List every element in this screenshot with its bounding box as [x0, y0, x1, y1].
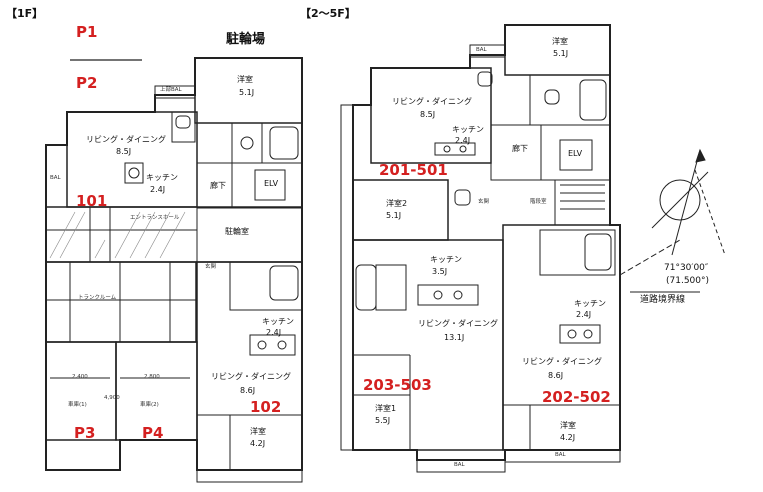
25f-western2-size: 5.1J: [386, 211, 402, 220]
25f-elv: ELV: [568, 149, 583, 158]
25f-western1-size: 5.5J: [375, 416, 391, 425]
25f-western-r-size: 4.2J: [560, 433, 576, 442]
25f-bal-bottom: BAL: [454, 462, 465, 468]
unit-102-label: 102: [250, 398, 282, 416]
1f-dim-1: 2,400: [72, 374, 88, 380]
25f-kitchen-r: キッチン: [574, 299, 606, 308]
1f-kitchen: キッチン: [146, 173, 178, 182]
25f-kitchen: キッチン: [452, 125, 484, 134]
25f-kitchen-mid: キッチン: [430, 255, 462, 264]
1f-genkan: 玄関: [205, 264, 217, 270]
25f-ld-mid: リビング・ダイニング: [418, 319, 498, 328]
102-western-size: 4.2J: [250, 439, 266, 448]
25f-stair: 階段室: [530, 199, 547, 205]
1f-hall: 駐輪室: [225, 227, 249, 236]
1f-corridor: 廊下: [210, 181, 226, 190]
25f-western-r: 洋室: [560, 421, 576, 430]
1f-upper-bal: 上部BAL: [160, 87, 182, 93]
102-kitchen-size: 2.4J: [266, 328, 282, 337]
1f-entrance-hall: エントランスホール: [130, 215, 180, 221]
25f-kitchen-r-size: 2.4J: [576, 310, 592, 319]
102-ld: リビング・ダイニング: [211, 372, 291, 381]
25f-ld-r: リビング・ダイニング: [522, 357, 602, 366]
floor-2-5f-label: 【2～5F】: [300, 7, 356, 20]
unit-p4-label: P4: [142, 424, 164, 442]
25f-kitchen-mid-size: 3.5J: [432, 267, 448, 276]
unit-p3-label: P3: [74, 424, 96, 442]
unit-101-label: 101: [76, 192, 108, 210]
compass-angle: 71°30′00″: [664, 263, 709, 273]
compass-angle-decimal: (71.500°): [666, 276, 710, 286]
25f-corridor: 廊下: [512, 144, 528, 153]
1f-kitchen-size: 2.4J: [150, 185, 166, 194]
bicycle-parking-title: 駐輪場: [226, 32, 266, 47]
1f-garage-1: 車庫(1): [68, 402, 87, 408]
102-ld-size: 8.6J: [240, 386, 256, 395]
25f-genkan: 玄関: [478, 199, 490, 205]
102-western: 洋室: [250, 427, 266, 436]
unit-201-501-label: 201-501: [379, 161, 448, 179]
1f-bal-left: BAL: [50, 175, 61, 181]
25f-kitchen-size: 2.4J: [455, 136, 471, 145]
25f-bal-right: BAL: [555, 452, 566, 458]
25f-ld: リビング・ダイニング: [392, 97, 472, 106]
1f-western-room: 洋室: [237, 75, 253, 84]
25f-western2: 洋室2: [386, 199, 408, 208]
25f-bal-top: BAL: [476, 47, 487, 53]
25f-western-top-size: 5.1J: [553, 49, 569, 58]
1f-ld-room: リビング・ダイニング: [86, 135, 166, 144]
road-boundary-label: 道路境界線: [640, 295, 686, 305]
25f-ld-mid-size: 13.1J: [444, 333, 465, 342]
1f-elv: ELV: [264, 179, 279, 188]
1f-trunk-room: トランクルーム: [78, 295, 117, 301]
1f-garage-2: 車庫(2): [140, 402, 159, 408]
1f-ld-size: 8.5J: [116, 147, 132, 156]
25f-western-top: 洋室: [552, 37, 568, 46]
25f-ld-r-size: 8.6J: [548, 371, 564, 380]
1f-western-size: 5.1J: [239, 88, 255, 97]
25f-ld-size: 8.5J: [420, 110, 436, 119]
1f-dim-3: 4,900: [104, 395, 120, 401]
floor-1f-label: 【1F】: [6, 7, 44, 20]
25f-western1: 洋室1: [375, 404, 397, 413]
102-kitchen: キッチン: [262, 317, 294, 326]
unit-p2-label: P2: [76, 74, 98, 92]
1f-dim-2: 2,800: [144, 374, 160, 380]
unit-p1-label: P1: [76, 23, 98, 41]
unit-203-503-label: 203-503: [363, 376, 432, 394]
unit-202-502-label: 202-502: [542, 388, 611, 406]
